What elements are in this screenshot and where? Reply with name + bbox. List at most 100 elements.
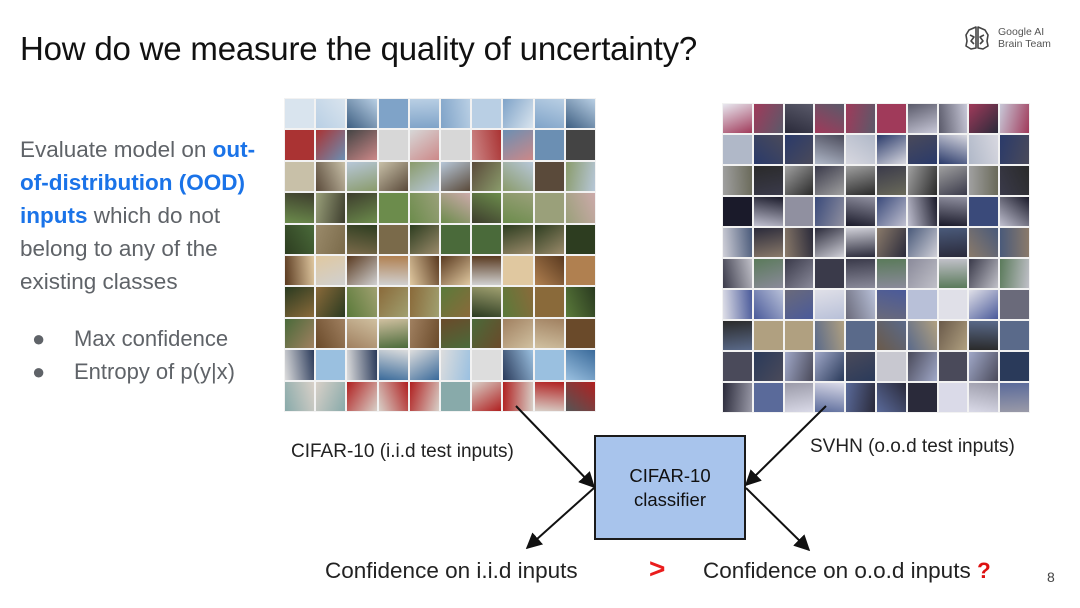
thumbnail (378, 255, 408, 286)
thumbnail (938, 352, 968, 381)
thumbnail (503, 161, 533, 192)
thumbnail (846, 228, 875, 257)
thumbnail (534, 161, 564, 192)
thumbnail (503, 287, 533, 317)
cifar10-sample-grid-image (284, 98, 596, 412)
thumbnail (503, 381, 533, 411)
thumbnail (378, 318, 408, 349)
thumbnail (285, 350, 315, 380)
thumbnail (503, 193, 533, 223)
thumbnail (907, 321, 937, 350)
thumbnail (285, 99, 315, 129)
thumbnail (876, 228, 906, 257)
thumbnail (441, 255, 471, 286)
thumbnail (441, 161, 471, 192)
thumbnail (753, 197, 783, 226)
thumbnail (378, 161, 408, 192)
google-brain-logo-icon (965, 26, 989, 50)
thumbnail (347, 350, 377, 380)
bullet-list: ● Max confidence ● Entropy of p(y|x) (32, 322, 235, 388)
thumbnail (784, 259, 814, 288)
thumbnail (316, 130, 346, 160)
thumbnail (753, 290, 783, 319)
thumbnail (907, 383, 937, 412)
greater-than-operator: > (649, 553, 666, 584)
thumbnail (503, 224, 533, 254)
thumbnail (316, 161, 346, 192)
thumbnail (534, 224, 564, 254)
thumbnail (753, 228, 783, 257)
thumbnail (907, 352, 937, 381)
thumbnail (969, 135, 999, 164)
thumbnail (441, 193, 471, 223)
thumbnail (316, 193, 346, 223)
thumbnail (969, 321, 999, 350)
thumbnail (723, 259, 752, 288)
thumbnail (969, 228, 999, 257)
thumbnail (938, 104, 968, 133)
brand-badge: Google AI Brain Team (963, 24, 1051, 52)
thumbnail (876, 321, 906, 350)
brand-line-1: Google AI (998, 26, 1045, 38)
thumbnail (441, 350, 471, 380)
thumbnail (815, 104, 845, 133)
thumbnail (846, 166, 875, 195)
thumbnail (316, 381, 346, 411)
thumbnail (815, 352, 845, 381)
thumbnail (409, 287, 439, 317)
thumbnail (969, 259, 999, 288)
thumbnail (565, 381, 595, 411)
thumbnail (723, 383, 752, 412)
thumbnail (723, 321, 752, 350)
thumbnail (784, 135, 814, 164)
thumbnail (784, 290, 814, 319)
lede-text-end: which do not belong to any of the existi… (20, 203, 221, 294)
thumbnail (784, 166, 814, 195)
thumbnail (503, 130, 533, 160)
thumbnail (907, 166, 937, 195)
thumbnail (316, 224, 346, 254)
thumbnail (1000, 290, 1029, 319)
thumbnail (938, 259, 968, 288)
thumbnail (285, 318, 315, 349)
thumbnail (441, 99, 471, 129)
thumbnail (409, 381, 439, 411)
thumbnail (938, 321, 968, 350)
thumbnail (938, 197, 968, 226)
thumbnail (969, 197, 999, 226)
thumbnail (876, 197, 906, 226)
thumbnail (784, 383, 814, 412)
thumbnail (723, 166, 752, 195)
thumbnail (285, 255, 315, 286)
thumbnail (347, 193, 377, 223)
brand-line-2: Brain Team (998, 38, 1051, 50)
question-mark: ? (976, 558, 991, 583)
thumbnail (1000, 259, 1029, 288)
thumbnail (1000, 228, 1029, 257)
thumbnail (876, 352, 906, 381)
thumbnail (472, 224, 502, 254)
thumbnail (441, 224, 471, 254)
thumbnail (753, 383, 783, 412)
thumbnail (753, 321, 783, 350)
thumbnail (285, 130, 315, 160)
thumbnail (815, 197, 845, 226)
thumbnail (534, 130, 564, 160)
thumbnail (316, 350, 346, 380)
thumbnail (565, 193, 595, 223)
thumbnail (1000, 352, 1029, 381)
thumbnail (969, 166, 999, 195)
thumbnail (815, 166, 845, 195)
arrow-cifar-to-classifier (515, 405, 596, 489)
thumbnail (534, 318, 564, 349)
lede-text-start: Evaluate model on (20, 137, 213, 162)
thumbnail (565, 224, 595, 254)
thumbnail (938, 228, 968, 257)
thumbnail (409, 130, 439, 160)
thumbnail (503, 99, 533, 129)
thumbnail (876, 104, 906, 133)
thumbnail (534, 193, 564, 223)
thumbnail (938, 135, 968, 164)
thumbnail (784, 228, 814, 257)
thumbnail (1000, 135, 1029, 164)
